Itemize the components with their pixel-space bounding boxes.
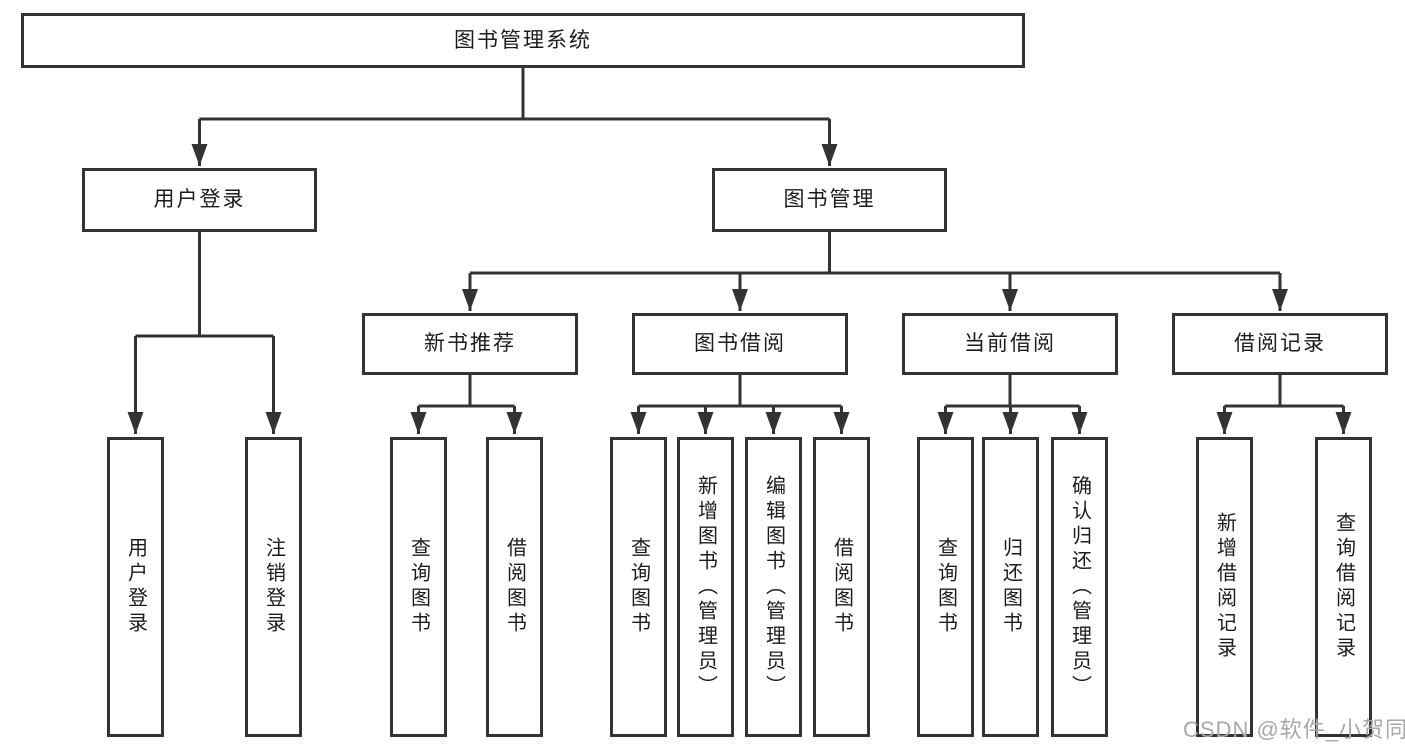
node-book-management: 图书管理 bbox=[712, 168, 947, 232]
leaf-borrowing-query-books: 查询图书 bbox=[610, 437, 667, 737]
leaf-current-query-books: 查询图书 bbox=[917, 437, 974, 737]
leaf-borrowing-borrow-books: 借阅图书 bbox=[813, 437, 870, 737]
node-new-book-recommendation: 新书推荐 bbox=[362, 313, 578, 375]
leaf-records-add-borrow-record: 新增借阅记录 bbox=[1196, 437, 1253, 737]
node-library-management-system: 图书管理系统 bbox=[21, 13, 1025, 68]
leaf-newbook-borrow-books: 借阅图书 bbox=[486, 437, 543, 737]
node-current-borrowing: 当前借阅 bbox=[902, 313, 1118, 375]
leaf-records-query-borrow-record: 查询借阅记录 bbox=[1315, 437, 1372, 737]
leaf-borrowing-add-books-admin: 新增图书（管理员） bbox=[677, 437, 734, 737]
node-book-borrowing: 图书借阅 bbox=[632, 313, 848, 375]
leaf-logout-login: 注销登录 bbox=[245, 437, 302, 737]
csdn-watermark: CSDN @软件_小贺同学 bbox=[1183, 717, 1405, 742]
leaf-current-confirm-return-admin: 确认归还（管理员） bbox=[1051, 437, 1108, 737]
node-borrowing-records: 借阅记录 bbox=[1172, 313, 1388, 375]
node-user-login: 用户登录 bbox=[82, 168, 317, 232]
leaf-current-return-books: 归还图书 bbox=[982, 437, 1039, 737]
leaf-newbook-query-books: 查询图书 bbox=[390, 437, 447, 737]
leaf-user-login: 用户登录 bbox=[107, 437, 164, 737]
leaf-borrowing-edit-books-admin: 编辑图书（管理员） bbox=[745, 437, 802, 737]
